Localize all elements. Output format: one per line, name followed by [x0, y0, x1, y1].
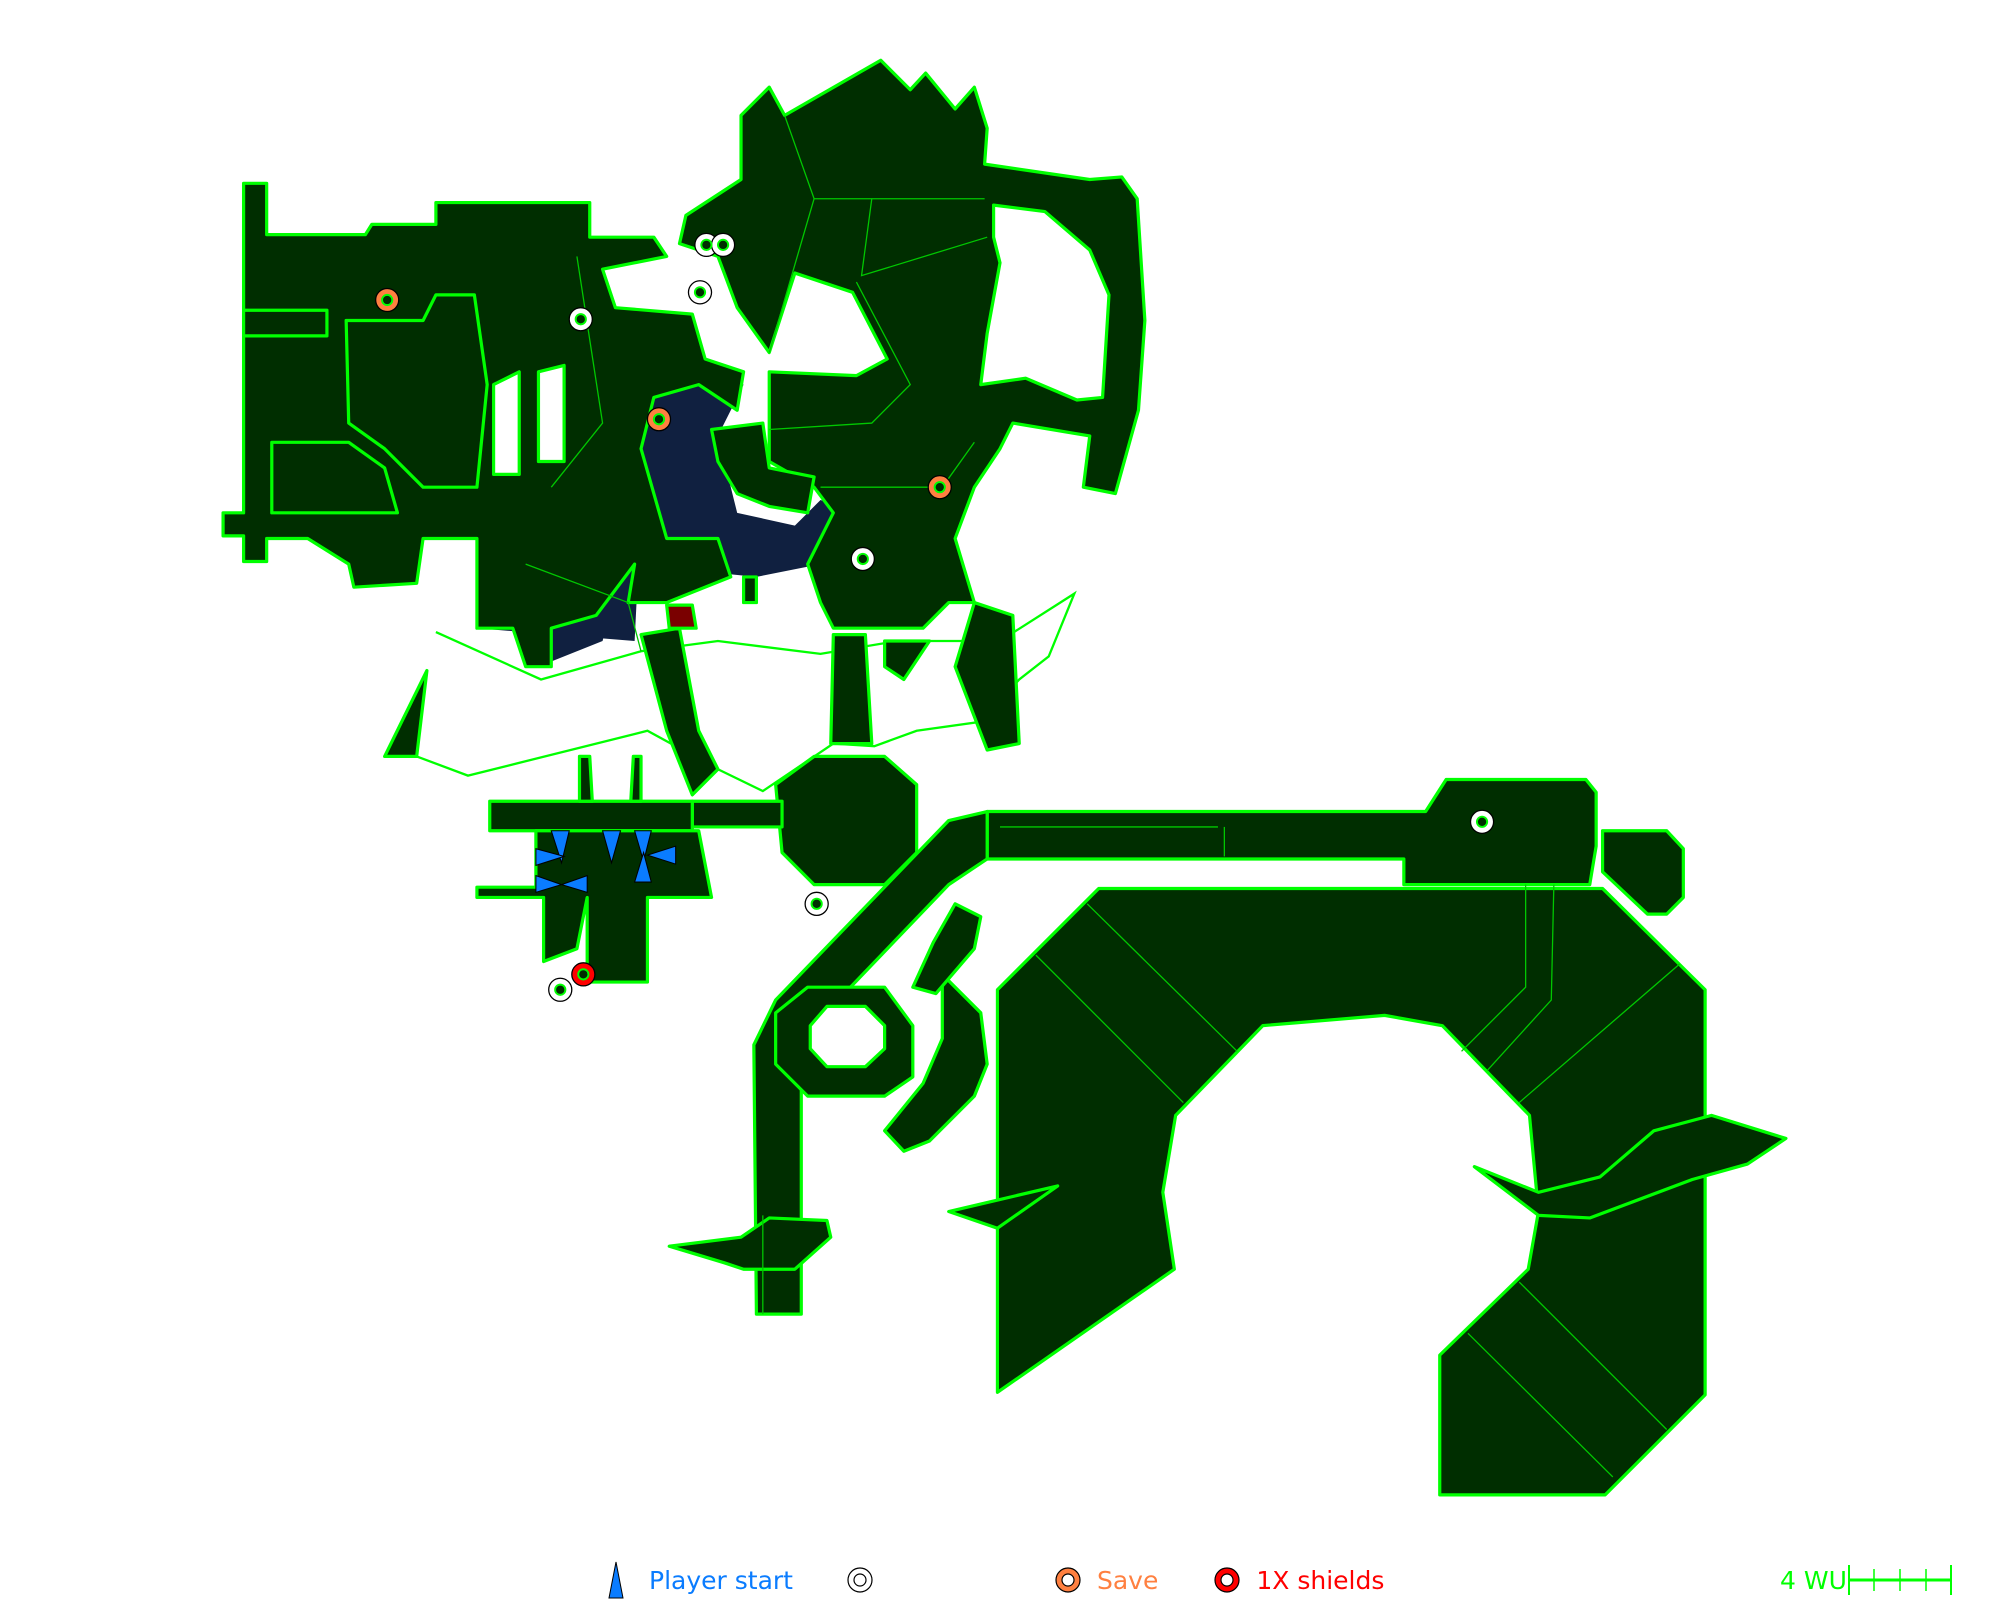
item-ring-icon — [847, 1567, 873, 1593]
legend-save-label: Save — [1096, 1565, 1159, 1595]
scale-bar-ruler — [1847, 1565, 1952, 1595]
legend-shields-label: 1X shields — [1256, 1565, 1385, 1595]
player-start-icon — [608, 1561, 624, 1599]
shields-ring-icon — [1214, 1567, 1240, 1593]
player-start-markers — [535, 830, 677, 893]
scale-bar-label: 4 WU — [1780, 1565, 1847, 1595]
scale-bar: 4 WU — [1780, 1560, 1953, 1600]
floor-areas — [221, 58, 1788, 1497]
legend-player-start-label: Player start — [649, 1565, 793, 1595]
legend: Player start Save 1X shields — [605, 1560, 1384, 1600]
marker-centers — [381, 238, 1489, 996]
save-ring-icon — [1055, 1567, 1081, 1593]
item-markers — [548, 232, 1495, 1002]
